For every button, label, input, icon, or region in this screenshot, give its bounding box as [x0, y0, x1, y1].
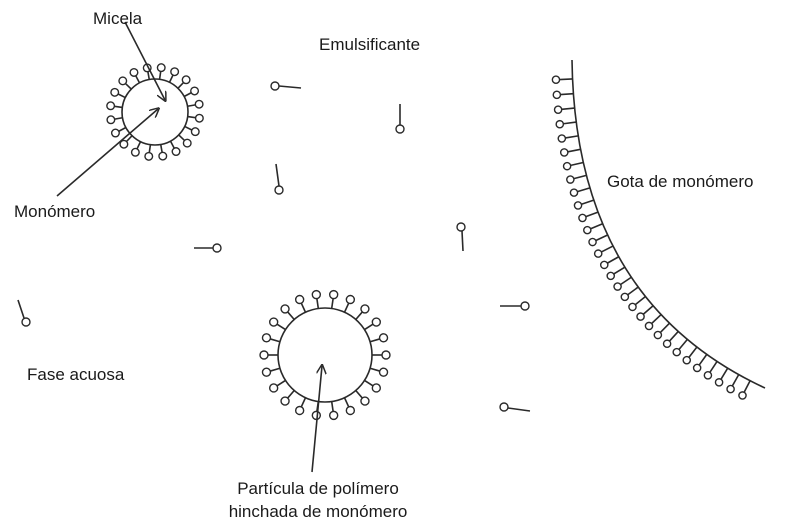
surfactant-molecule — [120, 136, 132, 148]
surfactant-molecule — [107, 116, 122, 124]
surfactant-molecule — [312, 291, 320, 309]
surfactant-molecule — [270, 380, 286, 392]
surfactant-molecule — [664, 331, 679, 347]
surfactant-molecule — [673, 339, 687, 355]
free-emulsifier-molecules — [18, 82, 530, 411]
droplet-surfactant-layer — [552, 76, 750, 399]
surfactant-molecule — [159, 144, 167, 159]
surfactant-molecule — [370, 368, 387, 376]
polymer-particle — [260, 291, 390, 420]
surfactant-molecule — [330, 291, 338, 309]
surfactant-molecule — [169, 68, 178, 82]
surfactant-molecule — [356, 305, 369, 320]
emulsifier-molecule — [396, 104, 404, 133]
emulsifier-molecule — [275, 164, 283, 194]
surfactant-molecule — [704, 361, 717, 378]
surfactant-molecule — [188, 114, 203, 122]
surfactant-molecule — [558, 135, 578, 142]
emulsifier-molecule — [18, 300, 30, 326]
surfactant-molecule — [365, 318, 381, 330]
surfactant-molecule — [130, 69, 139, 83]
surfactant-molecule — [262, 334, 279, 342]
surfactant-molecule — [564, 163, 584, 170]
surfactant-molecule — [694, 354, 707, 371]
label-gota-de-monomero: Gota de monómero — [607, 172, 753, 191]
surfactant-molecule — [260, 351, 278, 359]
surfactant-molecule — [345, 296, 355, 313]
surfactant-molecule — [119, 77, 131, 89]
surfactant-molecule — [281, 391, 294, 406]
monomer-droplet — [552, 60, 765, 399]
surfactant-molecule — [170, 141, 179, 155]
surfactant-molecule — [179, 135, 191, 147]
surfactant-molecule — [185, 126, 199, 135]
surfactant-molecule — [281, 305, 294, 320]
particle-surfactant-shell — [260, 291, 390, 420]
surfactant-molecule — [574, 200, 593, 209]
surfactant-molecule — [296, 296, 306, 313]
label-micela: Micela — [93, 9, 143, 28]
surfactant-molecule — [637, 306, 653, 320]
surfactant-molecule — [555, 106, 575, 113]
surfactant-molecule — [330, 402, 338, 420]
particle-core — [278, 308, 372, 402]
surfactant-molecule — [262, 368, 279, 376]
surfactant-molecule — [157, 64, 165, 79]
surfactant-molecule — [372, 351, 390, 359]
surfactant-molecule — [356, 391, 369, 406]
label-fase-acuosa: Fase acuosa — [27, 365, 125, 384]
surfactant-molecule — [270, 318, 286, 330]
emulsifier-molecule — [194, 244, 221, 252]
surfactant-molecule — [607, 267, 625, 279]
surfactant-molecule — [621, 287, 638, 300]
surfactant-molecule — [570, 188, 590, 196]
surfactant-molecule — [683, 347, 697, 364]
label-particula-line2: hinchada de monómero — [229, 502, 408, 521]
label-particula-line1: Partícula de polímero — [237, 479, 399, 498]
surfactant-molecule — [370, 334, 387, 342]
emulsifier-molecule — [500, 403, 530, 411]
surfactant-molecule — [111, 89, 125, 98]
surfactant-molecule — [614, 277, 631, 290]
surfactant-molecule — [579, 212, 598, 221]
surfactant-molecule — [187, 100, 202, 108]
surfactant-molecule — [556, 121, 576, 128]
surfactant-molecule — [645, 315, 661, 330]
surfactant-molecule — [184, 87, 198, 96]
surfactant-molecule — [601, 257, 619, 269]
surfactant-molecule — [739, 381, 750, 399]
surfactant-molecule — [345, 398, 355, 415]
emulsifier-molecule — [271, 82, 301, 90]
emulsifier-molecule — [457, 223, 465, 251]
surfactant-molecule — [178, 76, 190, 88]
surfactant-molecule — [567, 175, 587, 183]
label-emulsificante: Emulsificante — [319, 35, 420, 54]
surfactant-molecule — [589, 235, 608, 246]
surfactant-molecule — [584, 224, 603, 234]
emulsifier-molecule — [500, 302, 529, 310]
label-monomero: Monómero — [14, 202, 95, 221]
surfactant-molecule — [595, 246, 613, 257]
surfactant-molecule — [552, 76, 572, 83]
surfactant-molecule — [629, 297, 646, 311]
surfactant-molecule — [715, 368, 727, 386]
surfactant-molecule — [727, 375, 739, 393]
surfactant-molecule — [145, 145, 153, 160]
surfactant-molecule — [561, 149, 581, 156]
surfactant-molecule — [107, 102, 122, 110]
surfactant-molecule — [553, 91, 573, 98]
surfactant-molecule — [132, 142, 141, 156]
surfactant-molecule — [654, 323, 669, 338]
surfactant-molecule — [112, 127, 126, 136]
surfactant-molecule — [296, 398, 306, 415]
surfactant-molecule — [365, 380, 381, 392]
